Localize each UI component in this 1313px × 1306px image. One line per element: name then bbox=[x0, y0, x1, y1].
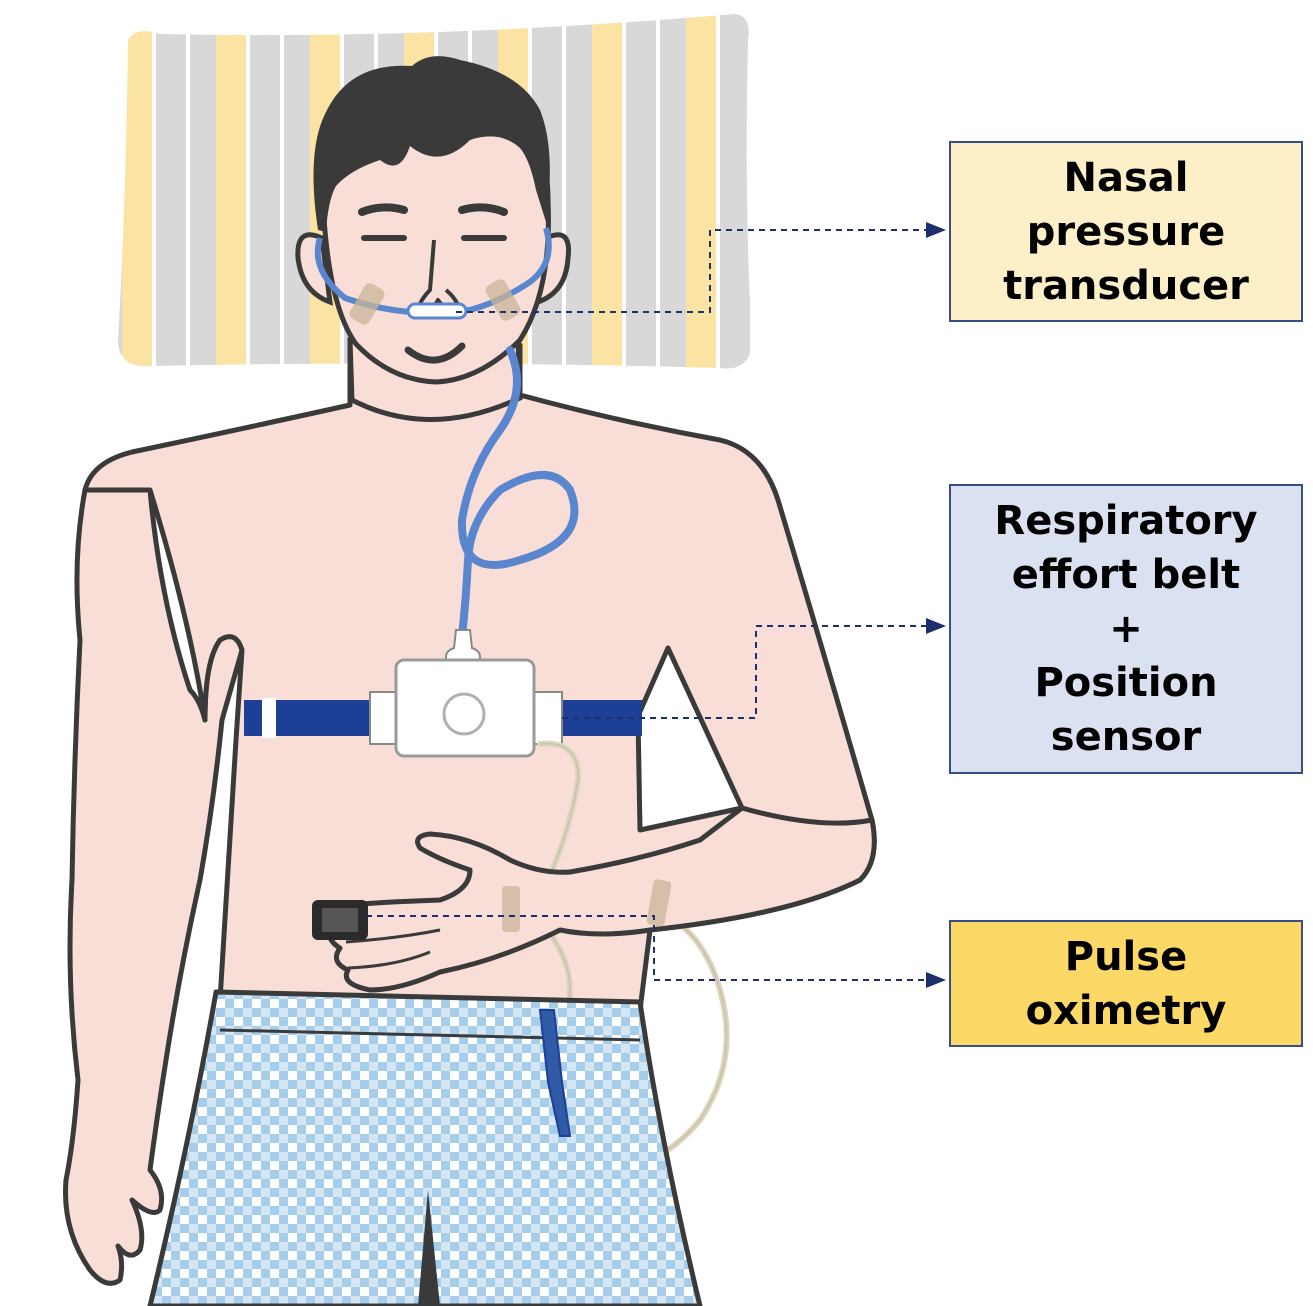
nasal-label-line-2: pressure bbox=[1027, 205, 1225, 259]
right-eyebrow bbox=[362, 207, 404, 212]
pulse-label-line-1: Pulse bbox=[1065, 930, 1187, 984]
belt-clip-right bbox=[532, 692, 562, 744]
pulse-label-line-2: oximetry bbox=[1026, 984, 1227, 1038]
nasal-label-line-3: transducer bbox=[1003, 259, 1249, 313]
left-eyebrow bbox=[462, 207, 504, 212]
resp-label-line-5: sensor bbox=[1051, 710, 1201, 764]
wrist-tape-1 bbox=[502, 886, 520, 932]
resp-label-line-2: effort belt bbox=[1012, 548, 1240, 602]
resp-label-line-1: Respiratory bbox=[994, 494, 1257, 548]
resp-label-line-4: Position bbox=[1034, 656, 1217, 710]
belt-buckle-left bbox=[262, 698, 276, 738]
recorder-button bbox=[444, 694, 484, 734]
respiratory-effort-belt-label: Respiratory effort belt + Position senso… bbox=[949, 484, 1303, 774]
probe-window bbox=[322, 908, 358, 932]
nasal-pressure-transducer-label: Nasal pressure transducer bbox=[949, 141, 1303, 322]
pulse-oximetry-label: Pulse oximetry bbox=[949, 920, 1303, 1047]
resp-label-line-3: + bbox=[1109, 602, 1143, 656]
nasal-label-line-1: Nasal bbox=[1064, 151, 1189, 205]
